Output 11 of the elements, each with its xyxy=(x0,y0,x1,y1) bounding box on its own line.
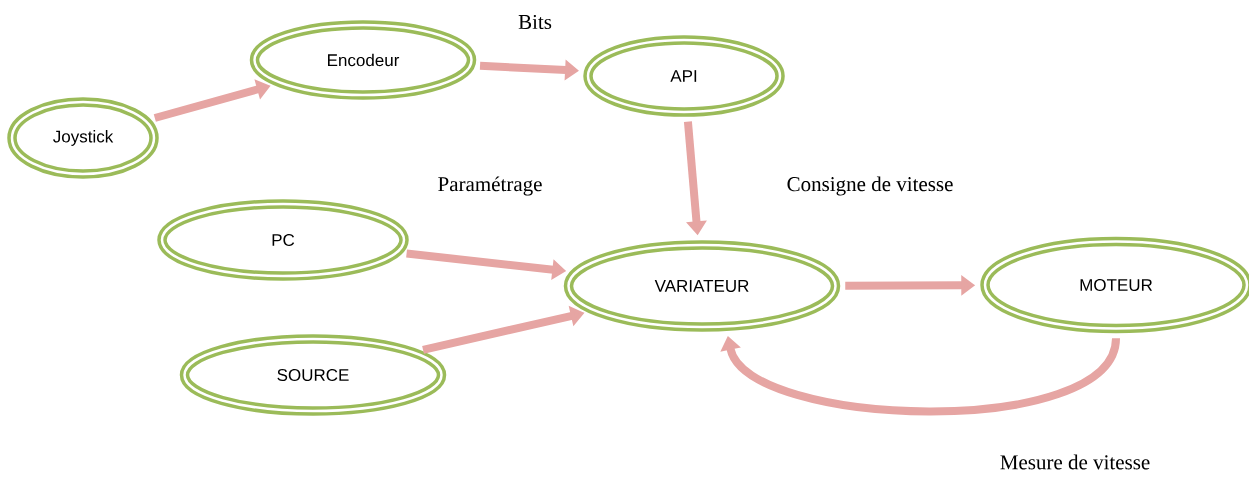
ellipse-node: MOTEUR xyxy=(980,236,1249,334)
edge-label: Mesure de vitesse xyxy=(998,453,1152,471)
edge-label: Consigne de vitesse xyxy=(785,175,955,197)
ellipse-node: Encodeur xyxy=(249,20,477,100)
ellipse-node: API xyxy=(583,35,785,117)
ellipse-node: VARIATEUR xyxy=(563,240,841,332)
ellipse-node: PC xyxy=(157,199,409,281)
edge-label: Bits xyxy=(517,13,553,31)
edge-label: Paramétrage xyxy=(436,175,544,197)
ellipse-node: SOURCE xyxy=(179,334,447,416)
ellipse-node: Joystick xyxy=(7,97,159,179)
